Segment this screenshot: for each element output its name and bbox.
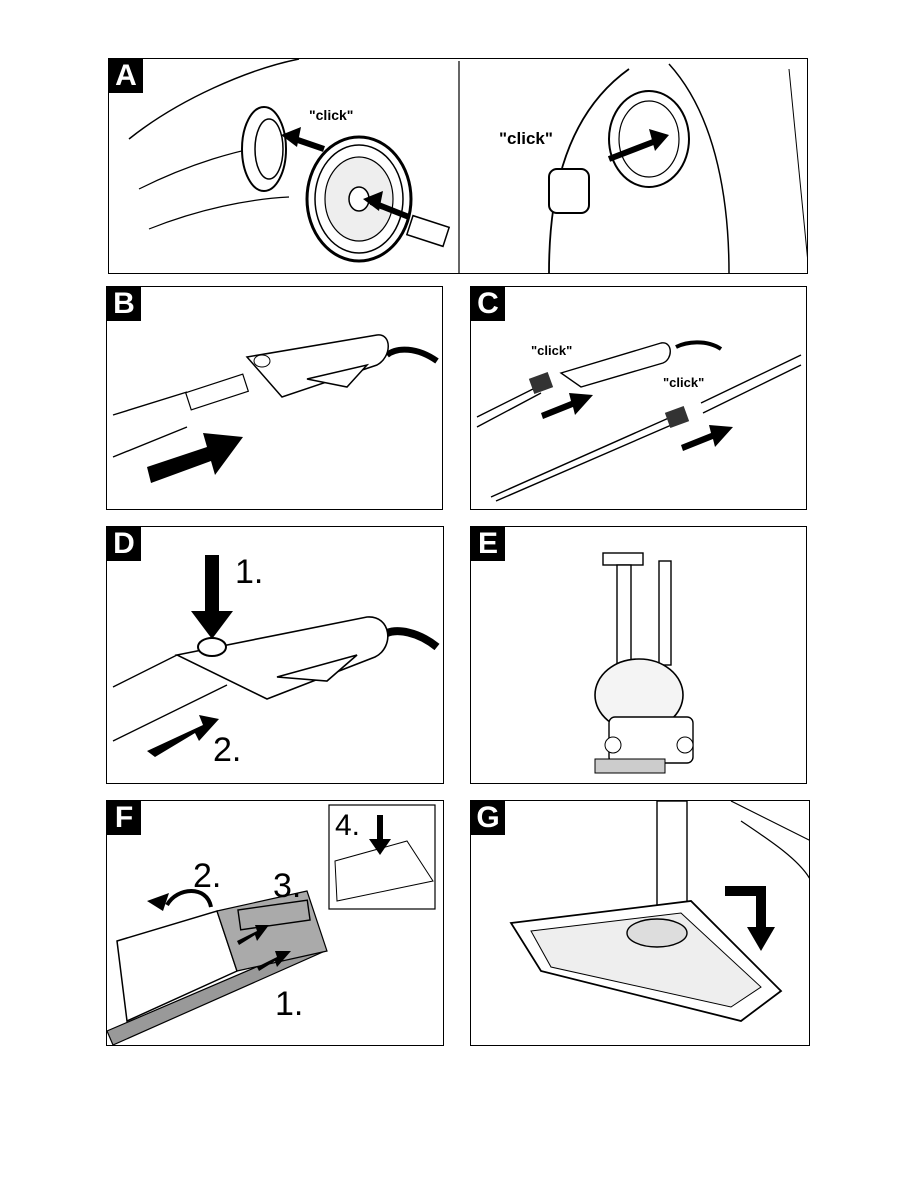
floor-cloth-illustration (107, 804, 436, 1045)
panel-b: B (106, 286, 443, 510)
step-number: 2. (213, 731, 242, 769)
handle-attach-illustration (112, 334, 439, 483)
tube-connect-illustration (476, 340, 802, 502)
click-label: "click" (499, 129, 553, 148)
panel-letter: C (471, 287, 505, 321)
panel-letter: A (109, 59, 143, 93)
step-number: 2. (193, 857, 222, 895)
panel-g: G (470, 800, 810, 1046)
floor-nozzle-park-illustration (509, 801, 809, 1022)
panel-d: D 1. 2. (106, 526, 444, 784)
panel-c: C "click" "click" (470, 286, 807, 510)
panel-letter: B (107, 287, 141, 321)
panel-letter: G (471, 801, 505, 835)
handle-release-illustration (112, 555, 440, 757)
click-label: "click" (663, 375, 705, 390)
panel-a: A "click" "click" (108, 58, 808, 274)
upright-storage-illustration (594, 552, 694, 774)
step-number: 3. (273, 867, 302, 905)
wheel-install-illustration (128, 59, 807, 273)
click-label: "click" (531, 343, 573, 358)
step-number: 1. (275, 985, 304, 1023)
panel-letter: D (107, 527, 141, 561)
panel-f: F 1. 2. 3. 4. (106, 800, 444, 1046)
step-number: 1. (235, 553, 264, 591)
panel-letter: E (471, 527, 505, 561)
panel-letter: F (107, 801, 141, 835)
click-label: "click" (309, 107, 354, 123)
panel-e: E (470, 526, 807, 784)
step-number: 4. (335, 809, 361, 842)
